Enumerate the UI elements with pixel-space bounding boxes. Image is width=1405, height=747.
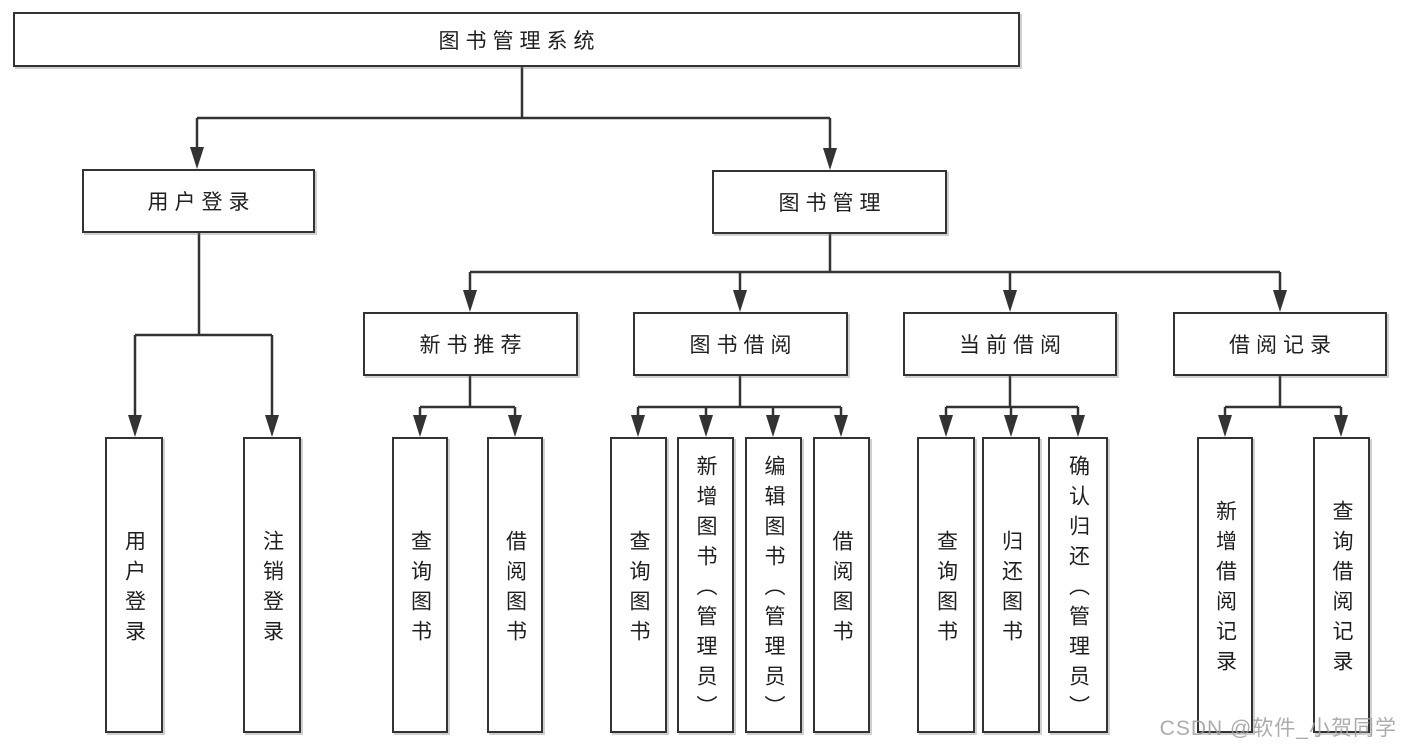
leaf-user-login-label: 用户登录	[122, 529, 146, 650]
node-book-management-label: 图书管理	[778, 192, 887, 215]
node-current-borrow: 当前借阅	[903, 312, 1117, 376]
leaf-logout-label: 注销登录	[260, 529, 284, 650]
leaf-edit-books-admin-label: 编辑图书（管理员）	[762, 454, 785, 725]
leaf-confirm-return-admin: 确认归还（管理员）	[1048, 437, 1108, 733]
leaf-add-borrow-record-label: 新增借阅记录	[1213, 499, 1237, 680]
leaf-borrow-books-label: 借阅图书	[830, 529, 853, 650]
leaf-query-borrow-record-label: 查询借阅记录	[1330, 499, 1353, 680]
leaf-add-borrow-record: 新增借阅记录	[1197, 437, 1253, 733]
node-book-borrow-label: 图书借阅	[689, 334, 798, 357]
node-user-login: 用户登录	[82, 169, 315, 233]
node-new-book-recommend-label: 新书推荐	[419, 334, 528, 357]
leaf-query-books-current: 查询图书	[917, 437, 975, 733]
node-new-book-recommend: 新书推荐	[363, 312, 578, 376]
node-book-management: 图书管理	[712, 170, 947, 234]
leaf-borrow-books-recommend-label: 借阅图书	[503, 529, 527, 650]
node-root-label: 图书管理系统	[438, 29, 601, 53]
node-current-borrow-label: 当前借阅	[959, 334, 1067, 357]
leaf-user-login: 用户登录	[105, 437, 163, 733]
leaf-edit-books-admin: 编辑图书（管理员）	[745, 437, 802, 733]
leaf-query-books-recommend: 查询图书	[392, 437, 448, 733]
leaf-query-books-borrow: 查询图书	[610, 437, 667, 733]
node-user-login-label: 用户登录	[147, 191, 256, 214]
node-borrow-records: 借阅记录	[1173, 312, 1387, 376]
node-root: 图书管理系统	[13, 12, 1020, 67]
leaf-borrow-books: 借阅图书	[813, 437, 870, 733]
csdn-watermark: CSDN @软件_小贺同学	[1159, 717, 1397, 740]
leaf-return-books-label: 归还图书	[999, 529, 1023, 650]
leaf-query-borrow-record: 查询借阅记录	[1313, 437, 1370, 733]
leaf-return-books: 归还图书	[982, 437, 1040, 733]
leaf-logout: 注销登录	[243, 437, 301, 733]
leaf-query-books-borrow-label: 查询图书	[627, 529, 650, 650]
leaf-query-books-current-label: 查询图书	[934, 529, 958, 650]
leaf-borrow-books-recommend: 借阅图书	[487, 437, 543, 733]
leaf-confirm-return-admin-label: 确认归还（管理员）	[1066, 454, 1090, 725]
leaf-add-books-admin-label: 新增图书（管理员）	[694, 454, 717, 725]
leaf-query-books-recommend-label: 查询图书	[408, 529, 432, 650]
node-borrow-records-label: 借阅记录	[1229, 334, 1337, 357]
leaf-add-books-admin: 新增图书（管理员）	[677, 437, 734, 733]
node-book-borrow: 图书借阅	[633, 312, 848, 376]
